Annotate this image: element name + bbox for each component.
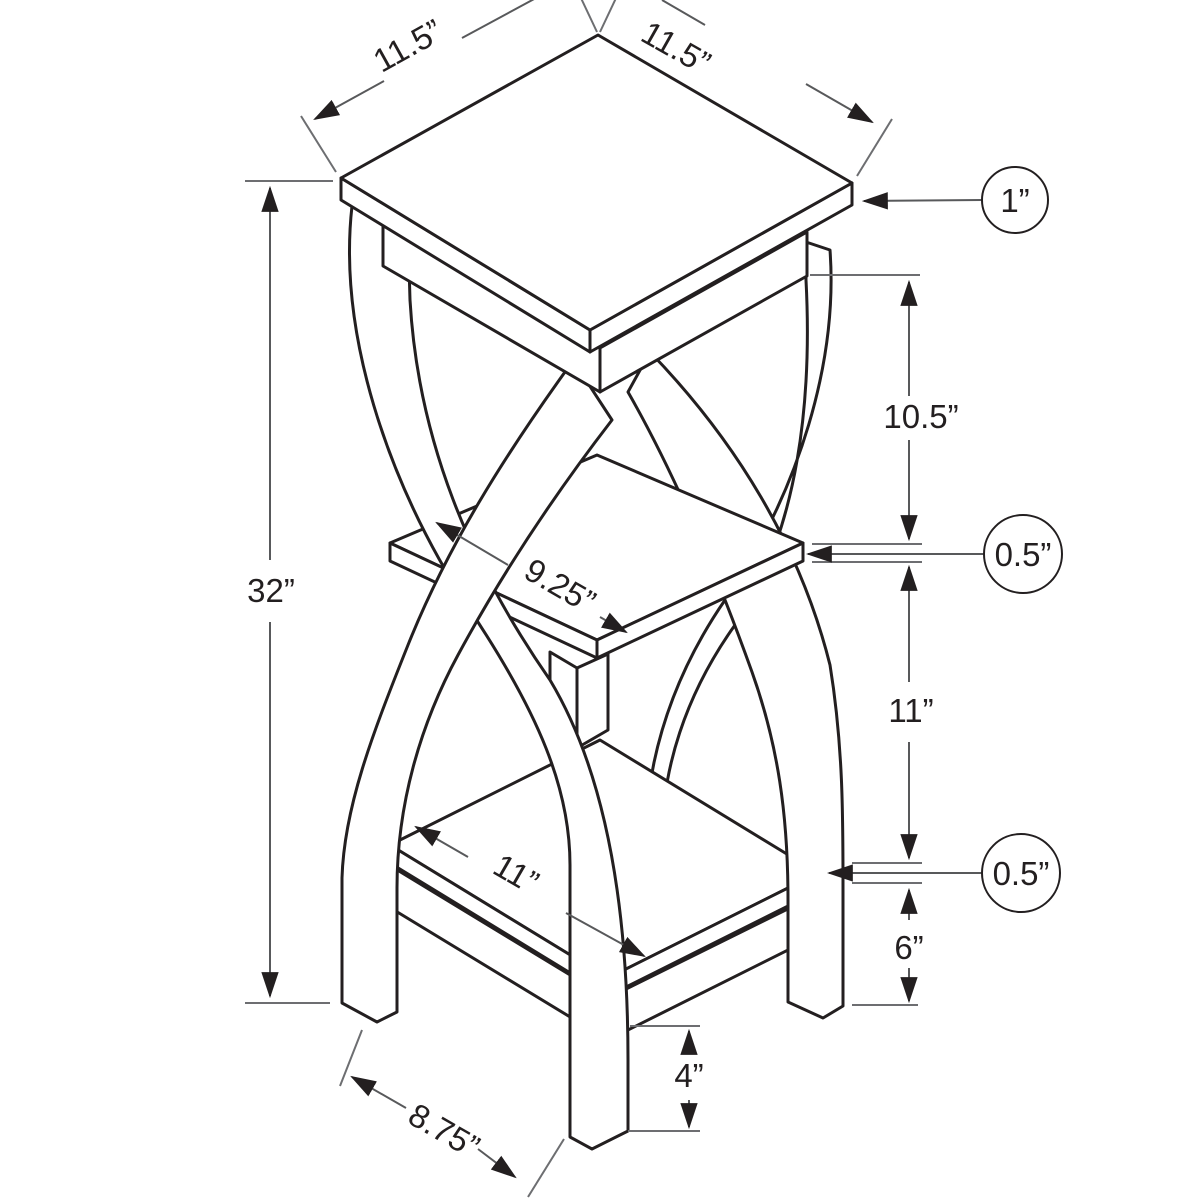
dim-line-mid-width-b	[599, 612, 628, 634]
dim-label-overall-height: 32”	[247, 572, 295, 609]
callout-circle-lower-shelf-thickness	[981, 833, 1061, 913]
dim-label-mid-shelf-thickness: 0.5”	[995, 536, 1052, 573]
dim-label-upper-gap: 10.5”	[883, 398, 958, 435]
ext-line-front-foot	[527, 1138, 565, 1198]
dim-line-lower-width-b	[565, 912, 646, 958]
dim-line-lower-width-a	[414, 825, 469, 858]
callout-circle-mid-shelf-thickness	[983, 514, 1063, 594]
dim-label-lower-shelf-thickness: 0.5”	[993, 855, 1050, 892]
dim-label-base-width: 8.75”	[402, 1096, 486, 1166]
ext-line-apex-left	[580, 0, 598, 33]
dim-line-base-width-b	[477, 1148, 517, 1179]
middle-shelf-edge-right	[595, 541, 805, 660]
ext-line-apex-right	[599, 0, 617, 33]
table-top-surface	[339, 33, 854, 332]
ext-line-left-foot	[339, 1029, 363, 1087]
ext-line-top-left-corner	[300, 115, 337, 173]
dim-line-mid-width-a	[435, 521, 509, 566]
dim-label-front-foot-clearance: 4”	[674, 1057, 703, 1094]
dim-line-base-width-a	[350, 1075, 407, 1109]
dim-line-top-width-right-b	[805, 83, 874, 124]
accent-table-drawing	[339, 33, 854, 1151]
dim-label-lower-gap: 11”	[888, 692, 933, 729]
dim-label-top-width-left: 11.5”	[367, 12, 449, 80]
ext-line-top-right-corner	[856, 118, 893, 177]
leader-top-thickness	[861, 192, 983, 210]
dim-label-lower-clearance: 6”	[894, 929, 923, 966]
dim-line-top-width-left-a	[461, 0, 535, 39]
leg-front-to-left-foot	[340, 363, 614, 1024]
dim-line-top-width-left-b	[313, 80, 385, 121]
dimension-annotations: 11.5” 11.5” 32” 10.5” 11” 6” 4” 9.25” 11	[245, 0, 1063, 1198]
center-pedestal-right-face	[575, 652, 610, 750]
callout-circle-top-thickness	[981, 166, 1049, 234]
dim-label-top-thickness: 1”	[1000, 182, 1029, 219]
dim-line-top-width-right-a	[661, 0, 706, 26]
